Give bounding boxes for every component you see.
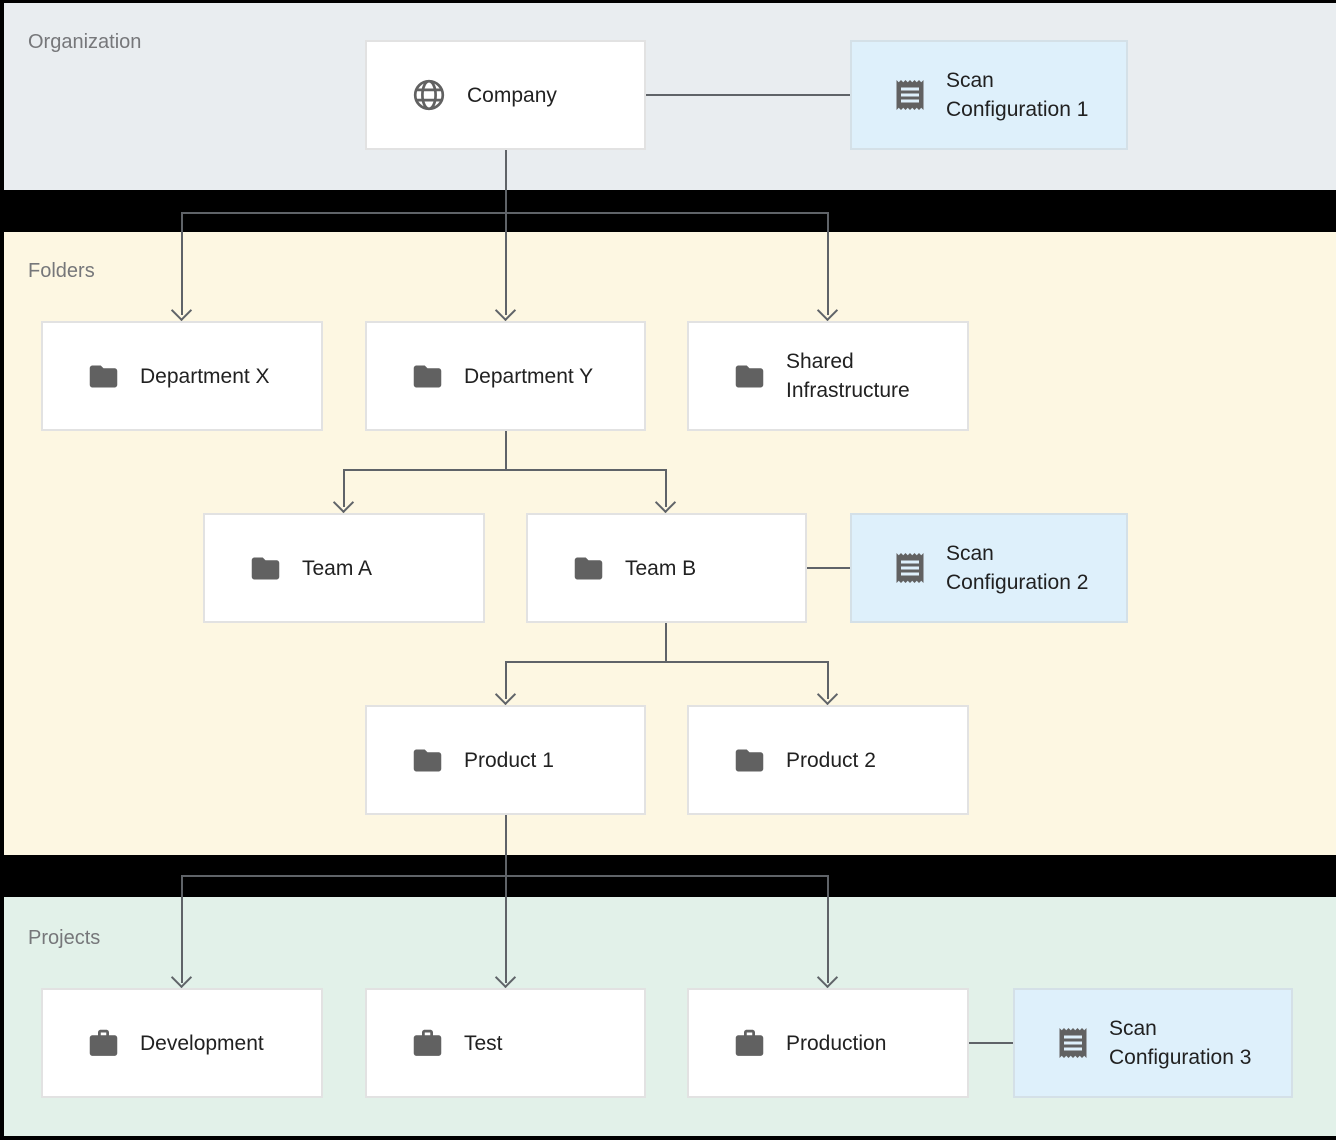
node-label: Department X <box>140 364 270 388</box>
node-label: Scan Configuration 1 <box>946 69 1089 121</box>
node-team-a: Team A <box>203 513 485 623</box>
folders-section-label: Folders <box>28 260 95 282</box>
connector-to-department-x <box>181 212 183 315</box>
node-scan-configuration-1: Scan Configuration 1 <box>850 40 1128 150</box>
node-label: Scan Configuration 2 <box>946 542 1089 594</box>
receipt-icon <box>892 77 928 113</box>
node-team-b: Team B <box>526 513 807 623</box>
folder-icon <box>733 744 766 777</box>
node-department-y: Department Y <box>365 321 646 431</box>
globe-icon <box>411 77 447 113</box>
node-label: Scan Configuration 3 <box>1109 1017 1252 1069</box>
connector-to-team-b <box>665 469 667 507</box>
folder-icon <box>572 552 605 585</box>
projects-section-label: Projects <box>28 927 101 949</box>
connector-to-production <box>827 875 829 983</box>
briefcase-icon <box>411 1027 444 1060</box>
node-product-1: Product 1 <box>365 705 646 815</box>
connector-product-1-split <box>181 875 829 877</box>
connector-to-development <box>181 875 183 983</box>
node-department-x: Department X <box>41 321 323 431</box>
node-label: Test <box>464 1031 503 1055</box>
connector-product-1-down <box>505 815 507 983</box>
node-label: Department Y <box>464 364 594 388</box>
connector-department-y-split <box>343 469 667 471</box>
node-product-2: Product 2 <box>687 705 969 815</box>
receipt-icon <box>892 550 928 586</box>
connector-company-scan1 <box>646 94 850 96</box>
node-label: Team B <box>625 556 697 580</box>
node-company: Company <box>365 40 646 150</box>
connector-to-shared-infrastructure <box>827 212 829 315</box>
organization-section: Organization <box>4 3 1336 190</box>
node-label: Production <box>786 1031 887 1055</box>
folder-icon <box>733 360 766 393</box>
folder-icon <box>411 744 444 777</box>
connector-to-product-1 <box>505 661 507 699</box>
folder-icon <box>249 552 282 585</box>
node-shared-infrastructure: Shared Infrastructure <box>687 321 969 431</box>
connector-to-team-a <box>343 469 345 507</box>
node-scan-configuration-3: Scan Configuration 3 <box>1013 988 1293 1098</box>
connector-team-b-split <box>505 661 829 663</box>
node-scan-configuration-2: Scan Configuration 2 <box>850 513 1128 623</box>
connector-production-scan3 <box>969 1042 1013 1044</box>
connector-team-b-down <box>665 623 667 663</box>
node-label: Development <box>140 1031 264 1055</box>
folder-icon <box>411 360 444 393</box>
node-label: Shared Infrastructure <box>786 350 910 402</box>
receipt-icon <box>1055 1025 1091 1061</box>
node-production: Production <box>687 988 969 1098</box>
connector-team-b-scan2 <box>807 567 850 569</box>
node-test: Test <box>365 988 646 1098</box>
folder-icon <box>87 360 120 393</box>
node-label: Company <box>467 83 557 107</box>
node-label: Team A <box>302 556 373 580</box>
connector-company-down <box>505 150 507 214</box>
connector-to-product-2 <box>827 661 829 699</box>
organization-section-label: Organization <box>28 31 142 53</box>
node-label: Product 1 <box>464 748 554 772</box>
briefcase-icon <box>733 1027 766 1060</box>
connector-to-department-y <box>505 212 507 315</box>
connector-department-y-down <box>505 431 507 471</box>
node-development: Development <box>41 988 323 1098</box>
node-label: Product 2 <box>786 748 876 772</box>
briefcase-icon <box>87 1027 120 1060</box>
